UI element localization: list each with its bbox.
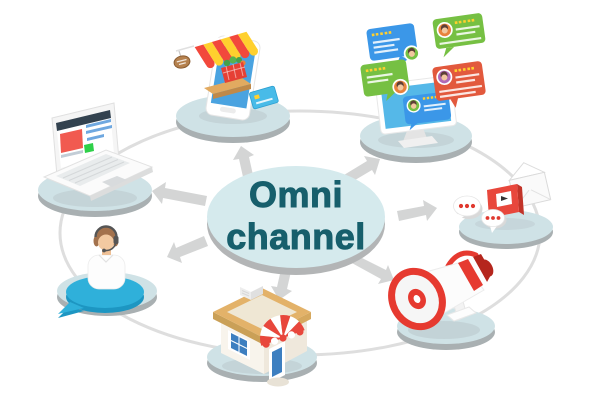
awning	[192, 29, 258, 69]
arrow-down-right	[350, 254, 394, 284]
shop-building-icon	[213, 281, 311, 387]
speech-bubble	[66, 276, 144, 308]
review-bubble-red	[432, 61, 486, 108]
megaphone-stand-base	[446, 306, 477, 322]
support-agent-bubble-icon	[58, 225, 144, 318]
center-node: Omni channel	[207, 166, 385, 275]
laptop-trackpad	[102, 176, 127, 187]
webpage-button	[84, 143, 94, 153]
chat-video-email-icon	[453, 162, 552, 233]
megaphone-horn	[388, 267, 446, 331]
arrow-up	[233, 146, 254, 177]
center-title-line2: channel	[226, 216, 366, 257]
review-bubble-green-top	[432, 13, 486, 58]
chat-bubble-icon	[453, 195, 483, 223]
arrows	[152, 146, 437, 300]
store-awning	[260, 315, 305, 348]
megaphone-icon	[388, 250, 494, 331]
monitor-reviews-icon	[360, 13, 486, 148]
webpage-banner	[60, 129, 83, 153]
arrow-right	[397, 200, 437, 221]
smartphone-storefront-icon	[173, 29, 279, 121]
credit-card	[249, 85, 279, 110]
megaphone-handle	[445, 250, 479, 269]
store-door	[267, 341, 289, 387]
node-customer-reviews	[360, 13, 486, 163]
arrow-down-left	[167, 236, 208, 263]
node-website	[38, 102, 154, 217]
monitor-base	[398, 136, 438, 148]
center-title-line1: Omni	[249, 174, 343, 215]
review-bubble-green-left	[360, 59, 410, 102]
store-window	[228, 330, 250, 360]
center-ellipse	[207, 166, 385, 268]
arrow-left	[152, 182, 207, 206]
node-advertising	[388, 250, 495, 350]
chat-bubble-small-icon	[481, 209, 507, 233]
support-agent	[87, 225, 126, 290]
webpage-header	[56, 110, 111, 131]
shelf	[204, 78, 251, 99]
laptop-website-icon	[42, 102, 154, 201]
headset	[94, 225, 119, 253]
node-messaging-channels	[453, 162, 553, 249]
hanging-sign	[173, 45, 195, 69]
node-physical-store	[207, 281, 317, 387]
review-bubble-blue	[366, 23, 420, 68]
speech-bubble-tail	[58, 302, 84, 314]
grocery-basket	[221, 56, 247, 83]
node-call-center-support	[57, 225, 157, 318]
node-online-mobile-store	[173, 29, 290, 143]
rooftop-ac-unit	[240, 281, 263, 300]
